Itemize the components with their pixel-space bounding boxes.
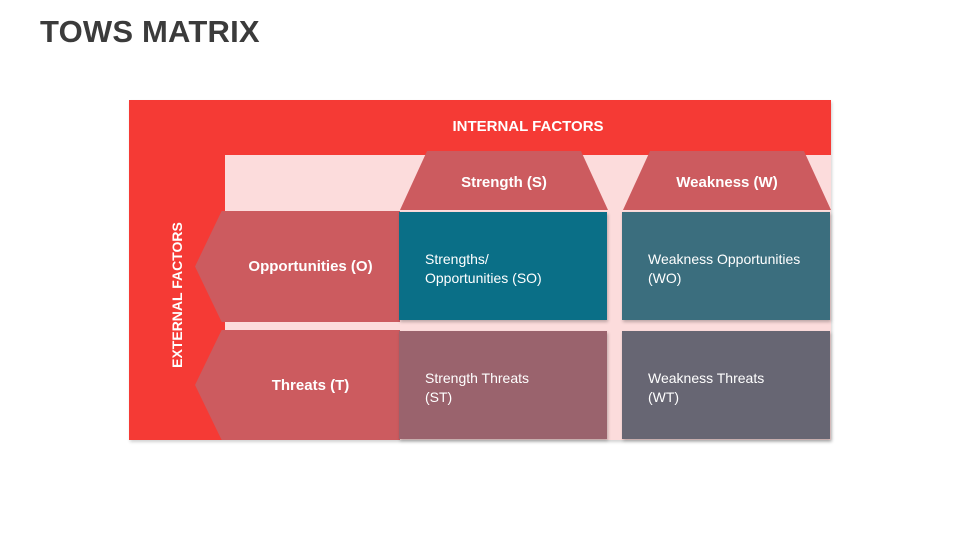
cell-so: Strengths/ Opportunities (SO) (399, 212, 607, 320)
column-header-weakness: Weakness (W) (623, 151, 831, 210)
cell-wo-line2: (WO) (648, 270, 682, 286)
cell-st-line1: Strength Threats (425, 370, 530, 386)
row-header-opportunities: Opportunities (O) (195, 211, 400, 322)
external-factors-label: EXTERNAL FACTORS (169, 222, 185, 368)
cell-so-line1: Strengths/ (425, 251, 489, 267)
cell-wt-line2: (WT) (648, 389, 680, 405)
cell-st: Strength Threats (ST) (399, 331, 607, 439)
cell-so-line2: Opportunities (SO) (425, 270, 542, 286)
cell-wt: Weakness Threats (WT) (622, 331, 830, 439)
row-header-threats: Threats (T) (195, 330, 400, 440)
cell-wo: Weakness Opportunities (WO) (622, 212, 830, 320)
cell-st-line2: (ST) (425, 389, 453, 405)
cell-wt-line1: Weakness Threats (648, 370, 765, 386)
internal-factors-label: INTERNAL FACTORS (452, 118, 604, 135)
cell-wo-line1: Weakness Opportunities (648, 251, 801, 267)
page-title: TOWS MATRIX (40, 14, 260, 49)
column-header-strength: Strength (S) (400, 151, 608, 210)
